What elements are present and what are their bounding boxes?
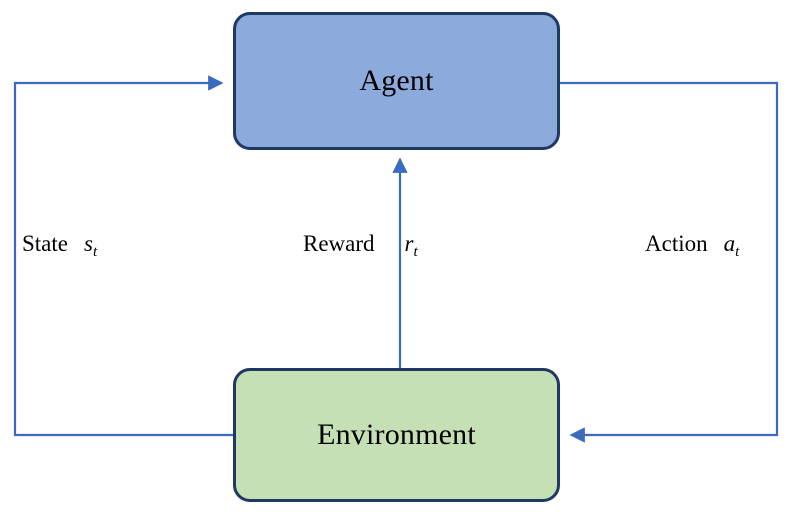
action-symbol-subscript: t xyxy=(735,242,740,260)
agent-node[interactable]: Agent xyxy=(233,12,560,150)
agent-node-label: Agent xyxy=(359,64,434,97)
action-symbol-base: a xyxy=(723,231,736,256)
reward-symbol-base: r xyxy=(404,231,414,256)
state-symbol: st xyxy=(84,231,97,259)
state-connector xyxy=(13,75,233,437)
reward-symbol: rt xyxy=(404,231,418,259)
state-symbol-subscript: t xyxy=(92,242,98,260)
reward-symbol-subscript: t xyxy=(413,242,418,260)
environment-node-label: Environment xyxy=(317,418,476,451)
action-connector xyxy=(560,81,779,443)
state-symbol-base: s xyxy=(84,231,93,256)
reward-edge-label: Reward rt xyxy=(303,231,418,259)
environment-node[interactable]: Environment xyxy=(233,368,560,502)
state-label-text: State xyxy=(22,231,68,256)
action-label-text: Action xyxy=(645,231,708,256)
reward-label-text: Reward xyxy=(303,231,375,256)
action-symbol: at xyxy=(723,231,740,259)
